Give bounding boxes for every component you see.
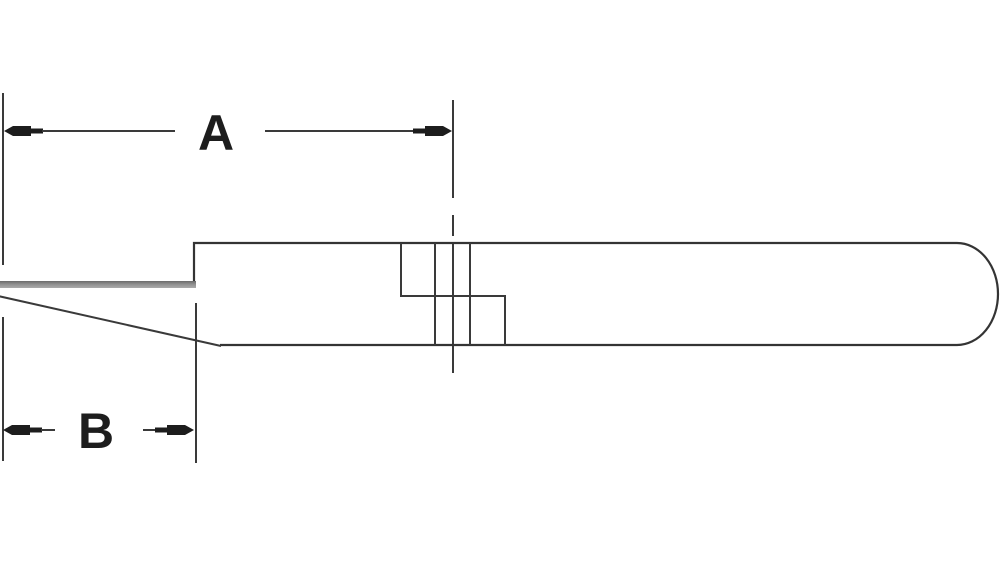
dimension-b: B — [2, 303, 197, 463]
dimension-a-arrowhead-left — [4, 126, 43, 136]
tool-blade-shading — [0, 281, 196, 288]
dimension-a-arrowhead-right — [413, 126, 452, 136]
dimension-b-arrowhead-right — [155, 425, 194, 435]
tool-blade-lower-edge — [0, 295, 222, 347]
dimension-b-arrowhead-left — [3, 425, 42, 435]
tool-body-outline — [192, 241, 1000, 347]
dimension-b-label: B — [78, 403, 114, 459]
joint-step-line — [400, 243, 506, 345]
dimension-a-label: A — [198, 105, 234, 161]
dimension-a: A — [2, 93, 452, 265]
tool-outline — [0, 241, 1000, 347]
